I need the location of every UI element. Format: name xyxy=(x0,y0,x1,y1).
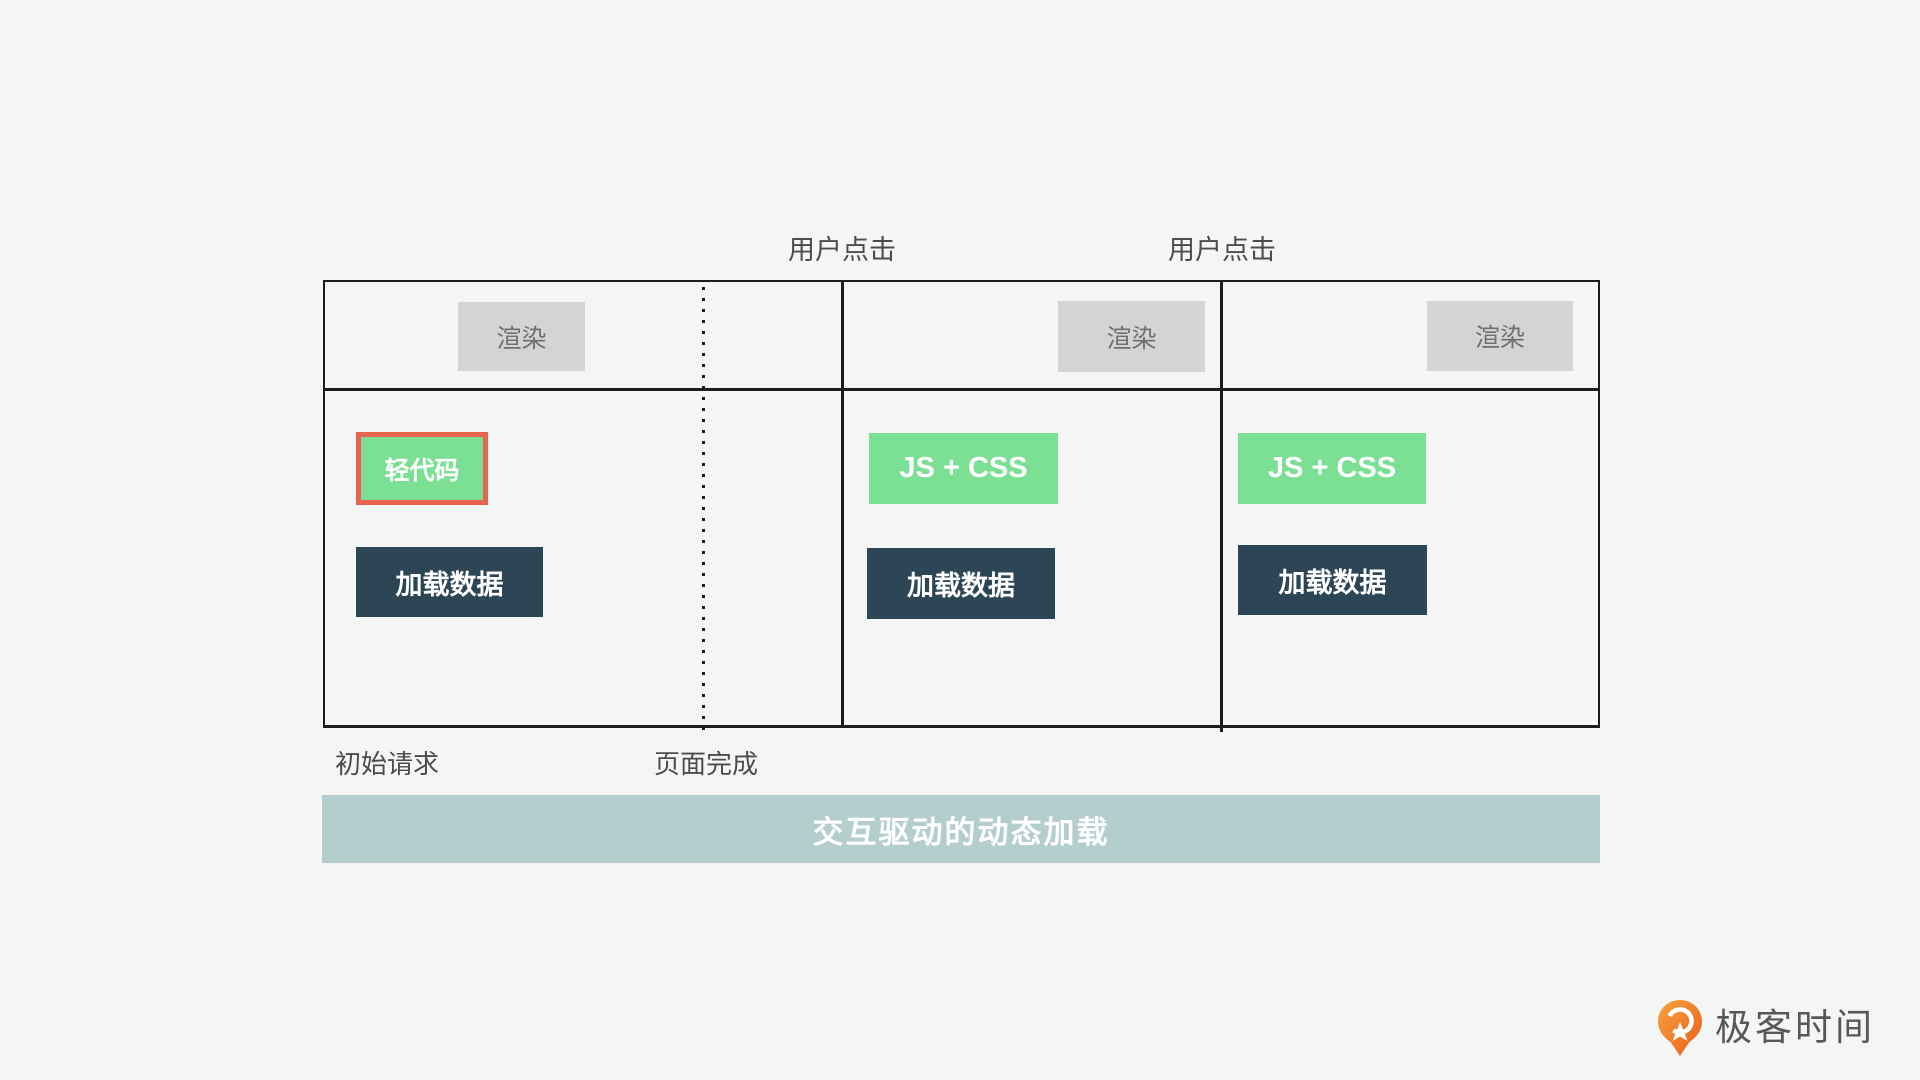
geektime-logo: 极客时间 xyxy=(1658,1000,1875,1056)
dynamic-loading-banner: 交互驱动的动态加载 xyxy=(322,795,1600,863)
banner-label: 交互驱动的动态加载 xyxy=(812,814,1110,850)
geektime-pin-icon xyxy=(1658,1000,1702,1056)
user-click-label-1: 用户点击 xyxy=(788,235,896,265)
initial-request-label: 初始请求 xyxy=(335,749,440,779)
load-data-box-3: 加载数据 xyxy=(1238,545,1427,615)
section-divider-line-1 xyxy=(841,280,844,728)
user-click-label-2: 用户点击 xyxy=(1168,235,1276,265)
load-data-box-1: 加载数据 xyxy=(356,547,543,617)
render-box-3: 渲染 xyxy=(1427,301,1573,371)
page-complete-label: 页面完成 xyxy=(653,749,758,779)
row-divider-line xyxy=(325,388,1598,391)
timeline-box xyxy=(323,280,1600,728)
light-code-box-highlighted: 轻代码 xyxy=(356,432,488,505)
section-divider-line-2 xyxy=(1220,280,1223,732)
js-css-box-3: JS + CSS xyxy=(1238,433,1426,504)
render-box-2: 渲染 xyxy=(1058,301,1205,372)
render-box-1: 渲染 xyxy=(458,302,585,371)
load-data-box-2: 加载数据 xyxy=(867,548,1055,619)
geektime-logo-text: 极客时间 xyxy=(1715,1007,1875,1048)
page-complete-dotted-line xyxy=(702,287,705,733)
js-css-box-2: JS + CSS xyxy=(869,433,1058,504)
